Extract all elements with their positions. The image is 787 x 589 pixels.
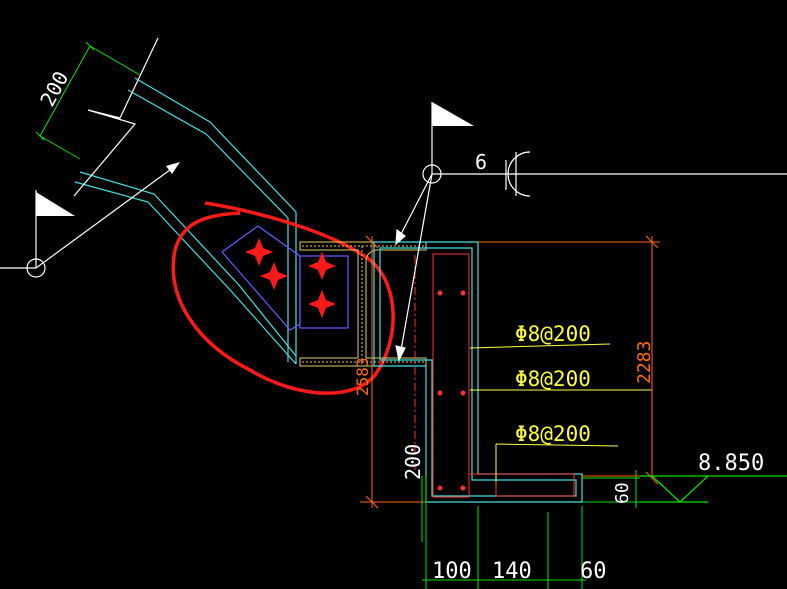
elevation-triangle-icon xyxy=(640,475,787,503)
flag-icon xyxy=(0,190,75,278)
dimension-label-100: 100 xyxy=(432,559,472,584)
dimension-top-left xyxy=(35,41,141,160)
weld-symbol-icon xyxy=(432,151,787,197)
leader-arrow-left xyxy=(35,162,180,269)
dimension-label-200-vertical: 200 xyxy=(401,444,425,480)
dimension-orange-lines xyxy=(360,235,660,509)
rebar-label-1: Φ8@200 xyxy=(515,322,591,346)
flag-icon xyxy=(422,102,474,184)
dimension-label-60-bottom: 60 xyxy=(580,559,607,584)
weld-size-label: 6 xyxy=(475,150,487,174)
connection-plate xyxy=(221,225,349,331)
dimension-green-lines xyxy=(421,470,640,589)
rebar-dots xyxy=(437,290,466,491)
rebar-cage xyxy=(414,253,575,498)
dimension-label-2283: 2283 xyxy=(634,341,655,384)
dimension-label-top-left: 200 xyxy=(35,67,73,110)
rebar-label-2: Φ8@200 xyxy=(515,367,591,391)
rebar-leaders xyxy=(469,343,652,482)
dimension-label-60-right: 60 xyxy=(612,482,633,504)
weld-leaders xyxy=(395,173,433,362)
bracket-channel xyxy=(299,241,427,367)
dimension-label-2583: 2583 xyxy=(353,357,372,396)
dimension-label-140: 140 xyxy=(492,559,532,584)
rebar-label-3: Φ8@200 xyxy=(515,422,591,446)
inclined-beam xyxy=(74,77,297,365)
bolt-group xyxy=(245,238,336,318)
break-line xyxy=(73,37,159,197)
elevation-label: 8.850 xyxy=(698,451,764,476)
